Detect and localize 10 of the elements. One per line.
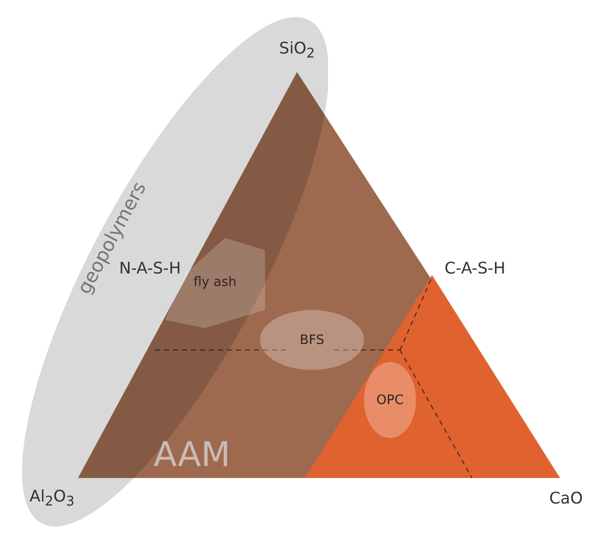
geopolymer-region <box>22 17 328 527</box>
region-label: fly ash <box>193 275 236 290</box>
vertex-label: SiO$_{2}$ <box>279 38 315 62</box>
composition-region <box>364 362 416 438</box>
phase-label: C-A-S-H <box>444 258 506 278</box>
vertex-label: Al$_{2}$O$_{3}$ <box>30 486 74 510</box>
region-label: AAM <box>154 435 230 475</box>
region-label: OPC <box>376 392 404 408</box>
region-label: BFS <box>300 332 324 348</box>
vertex-label: CaO <box>549 488 583 508</box>
